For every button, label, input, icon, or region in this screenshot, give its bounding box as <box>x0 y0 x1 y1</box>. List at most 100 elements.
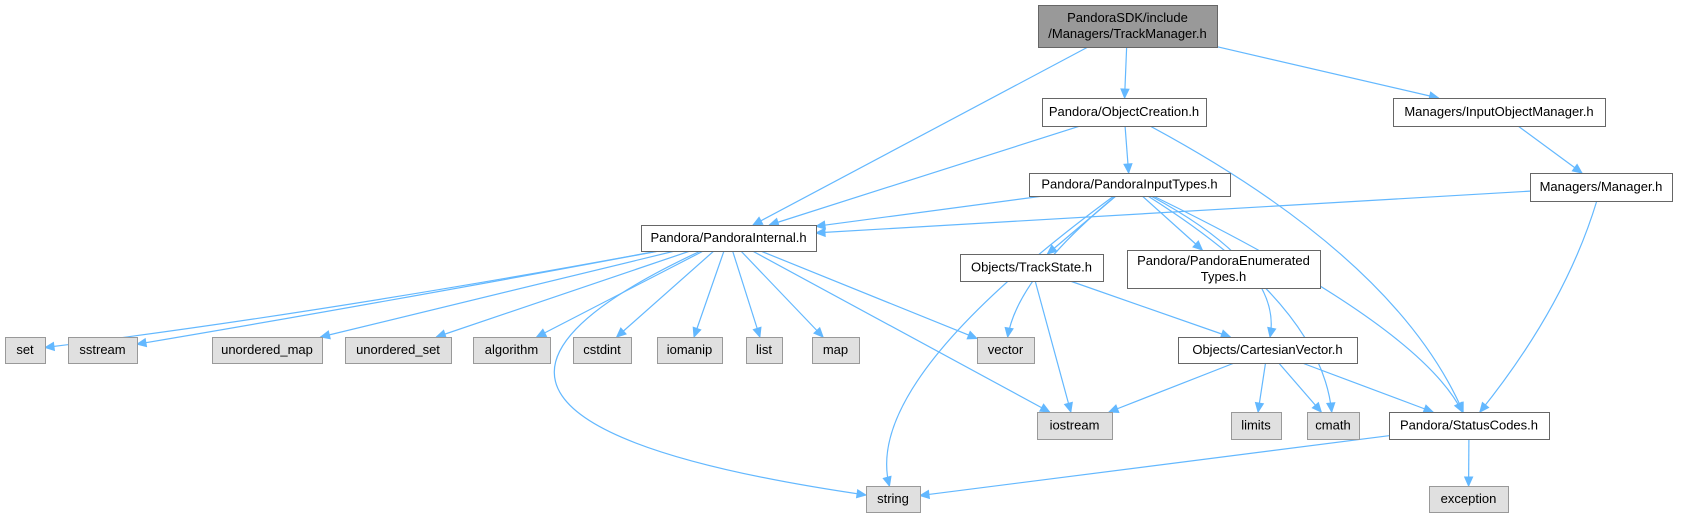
edge-line <box>752 250 1050 413</box>
node-label: limits <box>1241 418 1271 433</box>
edge-internal-to-string <box>553 250 868 499</box>
node-iostream: iostream <box>1037 412 1113 440</box>
arrowhead <box>752 326 762 339</box>
edge-inputtypes-to-string <box>882 195 1115 488</box>
edge-line <box>1149 125 1464 413</box>
edge-internal-to-map <box>740 250 824 338</box>
node-box <box>1530 173 1673 202</box>
node-trackstate[interactable]: Objects/TrackState.h <box>960 254 1104 282</box>
arrowhead <box>1326 402 1336 414</box>
node-box <box>1307 412 1360 440</box>
node-box <box>960 254 1104 282</box>
edge-inputtypes-to-cmath <box>1147 195 1336 414</box>
node-statuscodes[interactable]: Pandora/StatusCodes.h <box>1389 412 1550 440</box>
arrowhead <box>1463 476 1474 488</box>
arrowhead <box>751 216 764 226</box>
node-unordered_map: unordered_map <box>212 337 323 364</box>
edge-internal-to-list <box>732 250 762 339</box>
node-box <box>977 337 1035 364</box>
node-label: Pandora/PandoraInputTypes.h <box>1041 177 1217 192</box>
node-label: Managers/Manager.h <box>1540 179 1663 194</box>
node-cmath: cmath <box>1307 412 1360 440</box>
edge-line <box>1216 46 1439 99</box>
edge-line <box>1301 362 1434 413</box>
node-label: string <box>877 491 909 506</box>
arrowhead <box>1479 401 1490 413</box>
arrowhead <box>692 326 702 339</box>
edge-line <box>693 250 725 338</box>
arrowhead <box>1422 404 1435 414</box>
arrowhead <box>1219 329 1232 339</box>
node-label: Pandora/StatusCodes.h <box>1400 418 1538 433</box>
node-objcreation[interactable]: Pandora/ObjectCreation.h <box>1042 98 1207 127</box>
arrowhead <box>1267 326 1277 339</box>
edge-internal-to-cstdint <box>615 250 715 338</box>
arrowhead <box>1311 401 1323 413</box>
arrowhead <box>615 327 627 338</box>
arrowhead <box>1063 401 1073 414</box>
edge-objcreation-to-inputtypes <box>1123 125 1133 175</box>
arrowhead <box>1107 404 1120 413</box>
edge-line <box>1278 362 1322 413</box>
edge-line <box>1141 195 1203 251</box>
node-label: list <box>756 342 772 357</box>
node-string: string <box>866 486 921 513</box>
edge-line <box>732 250 761 338</box>
node-label: Objects/TrackState.h <box>971 260 1092 275</box>
edge-root-to-internal <box>751 46 1089 226</box>
node-label: Types.h <box>1201 269 1247 284</box>
node-label: Pandora/ObjectCreation.h <box>1049 104 1199 119</box>
node-box <box>573 337 632 364</box>
edge-manager-to-internal <box>814 190 1531 238</box>
node-box <box>641 225 817 252</box>
edge-line <box>740 250 824 338</box>
node-manager[interactable]: Managers/Manager.h <box>1530 173 1673 202</box>
edge-cartesian-to-cmath <box>1278 362 1323 413</box>
edge-inputtypes-to-statuscodes <box>1152 195 1463 414</box>
node-cartesian[interactable]: Objects/CartesianVector.h <box>1178 337 1358 364</box>
node-map: map <box>812 337 860 364</box>
node-box <box>1389 412 1550 440</box>
edge-trackstate-to-cartesian <box>1069 280 1232 339</box>
arrowhead <box>1192 240 1204 251</box>
node-label: cstdint <box>583 342 621 357</box>
node-iomanip: iomanip <box>657 337 723 364</box>
arrowhead <box>1120 88 1130 100</box>
edge-line <box>616 250 715 338</box>
node-box <box>345 337 452 364</box>
node-box <box>866 486 921 513</box>
edge-cartesian-to-statuscodes <box>1301 362 1435 414</box>
arrowhead <box>1004 326 1014 339</box>
edge-line <box>1517 125 1583 174</box>
arrowhead <box>768 217 780 227</box>
edge-line <box>436 250 691 338</box>
edge-line <box>1147 195 1333 413</box>
edge-line <box>752 46 1089 226</box>
arrowhead <box>1453 401 1463 414</box>
node-label: Objects/CartesianVector.h <box>1192 342 1342 357</box>
edge-root-to-inputobjmgr <box>1216 46 1440 101</box>
node-inputobjmgr[interactable]: Managers/InputObjectManager.h <box>1393 98 1606 127</box>
arrowhead <box>855 488 868 499</box>
node-vector: vector <box>977 337 1035 364</box>
node-box <box>473 337 551 364</box>
arrowhead <box>814 220 827 230</box>
node-box <box>1178 337 1358 364</box>
node-box <box>1429 486 1509 513</box>
edge-internal-to-unordered_set <box>435 250 691 339</box>
node-inputtypes[interactable]: Pandora/PandoraInputTypes.h <box>1029 173 1231 197</box>
node-box <box>1393 98 1606 127</box>
node-box <box>1231 412 1282 440</box>
edge-line <box>553 250 867 496</box>
node-root[interactable]: PandoraSDK/include/Managers/TrackManager… <box>1038 5 1218 48</box>
arrowhead <box>535 328 548 338</box>
node-label: iomanip <box>667 342 713 357</box>
node-box <box>1037 412 1113 440</box>
node-internal[interactable]: Pandora/PandoraInternal.h <box>641 225 817 252</box>
arrowhead <box>1123 163 1133 175</box>
edge-line <box>886 195 1115 487</box>
node-list: list <box>746 337 783 364</box>
edge-line <box>44 250 659 349</box>
node-limits: limits <box>1231 412 1282 440</box>
